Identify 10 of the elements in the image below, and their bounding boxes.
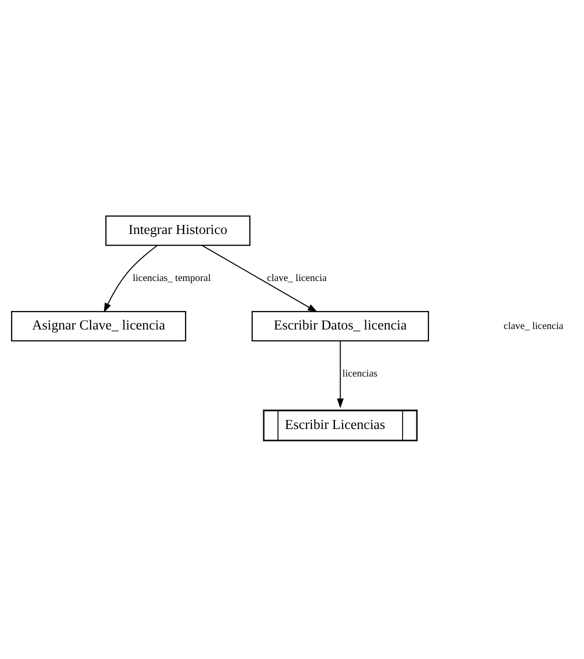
edge-label: licencias — [342, 368, 378, 379]
arrow — [104, 244, 158, 312]
arrow — [336, 340, 344, 408]
node-box: Asignar Clave_ licencia — [11, 310, 186, 341]
edge-label: clave_ licencia — [266, 272, 327, 284]
edge-label: licencias_ temporal — [132, 272, 211, 284]
arrow — [201, 244, 318, 312]
node-box: Integrar Historico — [105, 215, 250, 246]
label: clave_ licencia — [504, 320, 564, 332]
node-box: Escribir Datos_ licencia — [252, 310, 430, 341]
